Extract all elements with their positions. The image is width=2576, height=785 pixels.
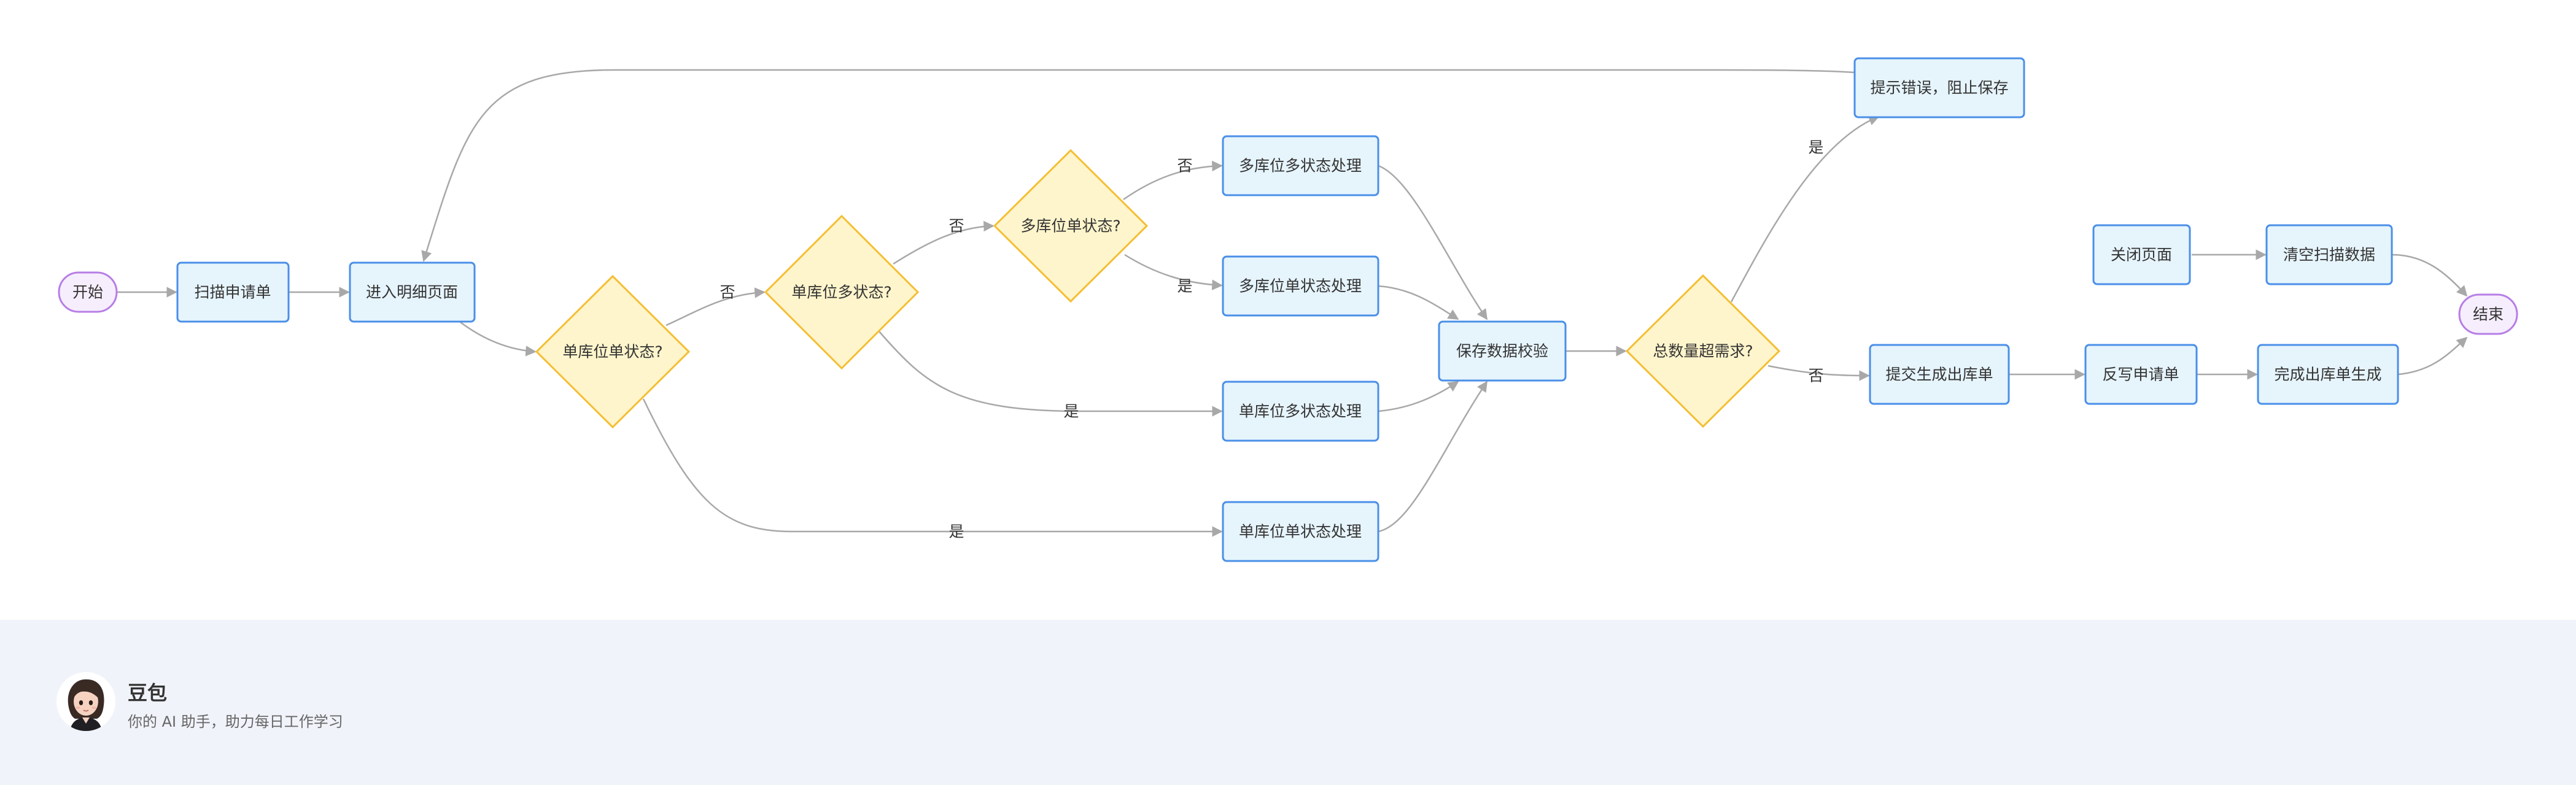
edge-label-q4-error-yes: 是 [1808,139,1823,157]
node-single-single-proc: 单库位单状态处理 [1222,501,1379,562]
brand-name: 豆包 [128,681,168,705]
edge-labels: 否 否 否 是 是 是 是 否 [720,139,1823,541]
edge-clear-end [2391,253,2468,297]
edge-q3-mm [1123,160,1223,201]
node-error-block: 提示错误，阻止保存 [1853,57,2025,118]
footer-bar [0,620,2576,785]
edge-q1-ss [642,398,1223,537]
node-save-check: 保存数据校验 [1438,320,1567,382]
node-multi-multi-proc: 多库位多状态处理 [1222,135,1379,196]
edge-label-q2-q3-no: 否 [949,217,964,235]
flowchart-canvas: 否 否 否 是 是 是 是 否 开始 扫描申请单 进入明细页面 [58,57,2518,562]
brand-slogan: 你的 AI 助手，助力每日工作学习 [128,713,343,730]
edge-label-q3-ms-yes: 是 [1177,277,1192,295]
node-submit-outbound: 提交生成出库单 [1869,344,2010,405]
edge-q2-sm [879,331,1223,417]
edge-q4-error [1730,115,1880,303]
node-q-exceed-label: 总数量超需求? [1653,342,1753,360]
node-close-page-label: 关闭页面 [2111,246,2172,264]
node-close-page: 关闭页面 [2092,224,2191,285]
node-multi-single-proc-label: 多库位单状态处理 [1239,277,1362,295]
edge-q3-ms [1124,253,1223,290]
node-writeback: 反写申请单 [2084,344,2198,405]
edge-label-q3-mm-no: 否 [1177,157,1192,175]
node-scan: 扫描申请单 [176,261,290,323]
edge-q2-q3 [893,220,995,265]
node-save-check-label: 保存数据校验 [1456,342,1548,360]
node-multi-single-proc: 多库位单状态处理 [1222,255,1379,317]
avatar-girl-icon [56,672,115,731]
node-q-single-single-label: 单库位单状态? [562,343,662,361]
edge-label-q1-q2-no: 否 [720,284,735,301]
node-single-multi-proc: 单库位多状态处理 [1222,381,1379,442]
edge-ms-save [1378,285,1459,320]
node-multi-multi-proc-label: 多库位多状态处理 [1239,157,1362,175]
node-clear-scan: 清空扫描数据 [2265,224,2393,285]
node-writeback-label: 反写申请单 [2102,366,2179,384]
node-q-single-single: 单库位单状态? [535,274,691,429]
node-q-exceed: 总数量超需求? [1625,274,1781,428]
node-error-block-label: 提示错误，阻止保存 [1870,79,2008,97]
edge-label-q1-ss-yes: 是 [949,523,964,541]
node-start: 开始 [58,271,118,313]
node-detail: 进入明细页面 [349,261,476,323]
edge-detail-q1 [460,321,537,357]
node-single-single-proc-label: 单库位单状态处理 [1239,523,1362,541]
node-start-label: 开始 [72,284,103,301]
node-complete-outbound: 完成出库单生成 [2257,344,2399,405]
edges [117,69,2468,537]
node-submit-outbound-label: 提交生成出库单 [1885,366,1993,384]
node-q-multi-single-label: 多库位单状态? [1020,217,1120,235]
avatar [56,672,115,731]
edge-label-q2-sm-yes: 是 [1063,403,1079,420]
node-clear-scan-label: 清空扫描数据 [2283,246,2375,264]
edge-q4-submit [1767,365,1870,381]
node-scan-label: 扫描申请单 [194,284,271,301]
nodes: 开始 扫描申请单 进入明细页面 单库位单状态? 单库位多状态? 多库位单状态? [58,57,2518,562]
edge-label-q4-submit-no: 否 [1808,367,1823,385]
node-end: 结束 [2458,293,2518,335]
flowchart-svg: 否 否 否 是 是 是 是 否 开始 扫描申请单 进入明细页面 [58,57,2518,562]
edge-sm-save [1378,381,1459,412]
edge-ss-save [1378,381,1488,533]
edge-q1-q2 [665,287,766,327]
node-end-label: 结束 [2473,306,2504,323]
node-q-multi-single: 多库位单状态? [993,149,1149,303]
node-q-single-multi: 单库位多状态? [764,214,920,370]
edge-mm-save [1378,164,1488,320]
edge-complete-end [2397,336,2468,376]
edge-error-detail [421,69,1855,262]
node-q-single-multi-label: 单库位多状态? [791,284,891,301]
node-single-multi-proc-label: 单库位多状态处理 [1239,403,1362,420]
node-complete-outbound-label: 完成出库单生成 [2274,366,2381,384]
node-detail-label: 进入明细页面 [366,284,458,301]
